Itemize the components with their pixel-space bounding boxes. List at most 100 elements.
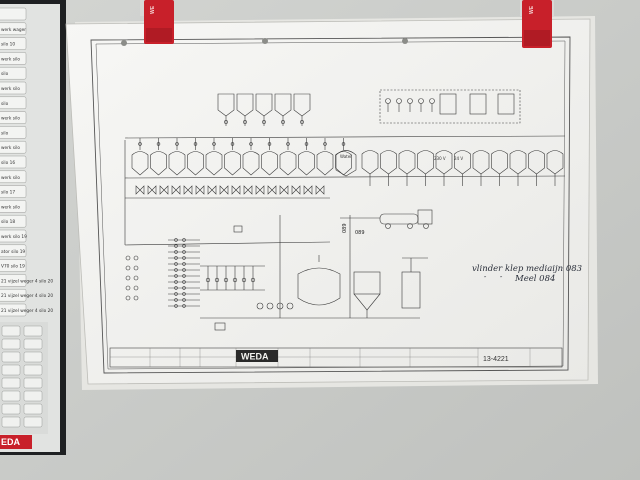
- valve-symbol: [133, 255, 139, 261]
- panel-button[interactable]: silo: [0, 126, 27, 139]
- panel-button[interactable]: silo: [0, 96, 27, 110]
- panel-button[interactable]: ator silo 19: [0, 244, 27, 258]
- valve: [243, 185, 253, 195]
- valve: [171, 185, 181, 195]
- cabinet-symbol: [469, 93, 487, 115]
- panel-button-label: werk silo: [1, 204, 20, 210]
- panel-button-label: silo: [1, 130, 9, 136]
- panel-button-label: werk silo 19: [1, 234, 27, 240]
- keypad-key[interactable]: [1, 325, 21, 337]
- valve-symbol: [125, 265, 131, 271]
- annotation-ditto-2: ″: [500, 276, 503, 283]
- panel-logo-text: EDA: [1, 437, 21, 447]
- keypad-key[interactable]: [1, 390, 21, 402]
- panel-button[interactable]: silo 10: [0, 37, 27, 50]
- cabinet-symbol: [439, 93, 457, 115]
- panel-button[interactable]: V70 silo 19: [0, 259, 27, 272]
- silo: [205, 138, 223, 176]
- clip-right-text: WE: [529, 5, 535, 14]
- panel-button-label: silo 16: [1, 160, 15, 166]
- return-line: [124, 241, 331, 246]
- keypad-key[interactable]: [23, 364, 43, 376]
- clip-left-text: WE: [150, 5, 156, 14]
- panel-button[interactable]: werk silo: [0, 200, 27, 213]
- valve-symbol: [133, 295, 139, 301]
- keypad-key[interactable]: [23, 338, 43, 350]
- panel-button[interactable]: werk wager: [0, 22, 26, 36]
- keypad-key[interactable]: [23, 403, 43, 415]
- storage-tank: [435, 150, 453, 186]
- valve: [303, 185, 313, 195]
- silo-label-water: Water: [340, 154, 352, 159]
- valve-symbol: [125, 295, 131, 301]
- silo: [131, 138, 149, 176]
- panel-button-label: V70 silo 19: [1, 264, 25, 270]
- process-diagram: [124, 89, 566, 331]
- top-hopper-group: [217, 93, 311, 126]
- panel-logo-plate: [0, 435, 32, 449]
- panel-button-label: silo 17: [1, 190, 15, 196]
- panel-button[interactable]: werk silo: [0, 52, 27, 65]
- keypad-key[interactable]: [23, 351, 43, 363]
- storage-tank: [361, 150, 379, 186]
- valve-row: [135, 185, 325, 195]
- panel-button-label: 21 vijzel weger 4 silo 20: [1, 293, 53, 299]
- panel-button[interactable]: silo 17: [0, 185, 27, 198]
- keypad-key[interactable]: [23, 325, 43, 337]
- panel-button[interactable]: 21 vijzel weger 4 silo 20: [0, 303, 53, 317]
- keypad-key[interactable]: [1, 364, 21, 376]
- storage-tank: [491, 150, 508, 186]
- valve-symbol: [286, 302, 294, 310]
- right-tank-row: [361, 150, 564, 186]
- header-line: [124, 135, 566, 139]
- panel-button-label: werk wager: [1, 27, 26, 33]
- valve: [147, 185, 157, 195]
- valve-symbol: [125, 275, 131, 281]
- panel-button-label: 21 vijzel weger 4 silo 20: [1, 278, 53, 284]
- left-valve-cluster: [125, 238, 200, 308]
- keypad-key[interactable]: [1, 338, 21, 350]
- keypad-key[interactable]: [23, 416, 43, 428]
- panel-button[interactable]: werk silo 19: [0, 229, 27, 243]
- panel-button-label: silo 18: [1, 219, 15, 225]
- panel-button[interactable]: werk silo: [0, 111, 27, 124]
- panel-button[interactable]: werk silo: [0, 140, 27, 154]
- keypad-key[interactable]: [1, 351, 21, 363]
- panel-button[interactable]: 21 vijzel weger 4 silo 20: [0, 274, 53, 287]
- keypad-key[interactable]: [1, 416, 21, 428]
- panel-button[interactable]: silo 18: [0, 214, 27, 228]
- drawing-number: 13-4221: [483, 356, 509, 363]
- silo: [261, 138, 278, 176]
- title-block-logo: WEDA: [241, 352, 269, 362]
- top-hopper: [236, 93, 254, 126]
- valve: [183, 185, 193, 195]
- panel-button[interactable]: silo: [0, 66, 27, 80]
- panel-button[interactable]: 21 vijzel weger 4 silo 20: [0, 288, 53, 302]
- panel-button[interactable]: [0, 7, 27, 21]
- panel-button[interactable]: werk silo: [0, 81, 27, 95]
- tanker-truck: [340, 209, 433, 229]
- keypad-key[interactable]: [1, 377, 21, 389]
- dosing-manifold: [200, 265, 294, 310]
- panel-button[interactable]: silo 16: [0, 155, 27, 169]
- storage-tank: [528, 150, 545, 186]
- silo: [168, 138, 186, 176]
- silo: [224, 138, 241, 176]
- keypad-key[interactable]: [1, 403, 21, 415]
- mixer-tank-3: [401, 257, 428, 309]
- valve: [255, 185, 265, 195]
- panel-button[interactable]: werk silo: [0, 170, 27, 184]
- valve: [159, 185, 169, 195]
- tag-label-a: 089: [342, 223, 348, 233]
- panel-button-label: silo: [1, 71, 9, 77]
- top-hopper: [293, 93, 311, 126]
- storage-tank: [380, 150, 397, 186]
- silo: [298, 138, 315, 176]
- valve-symbol: [133, 275, 139, 281]
- keypad-key[interactable]: [23, 377, 43, 389]
- keypad-key[interactable]: [23, 390, 43, 402]
- silo: [316, 138, 334, 176]
